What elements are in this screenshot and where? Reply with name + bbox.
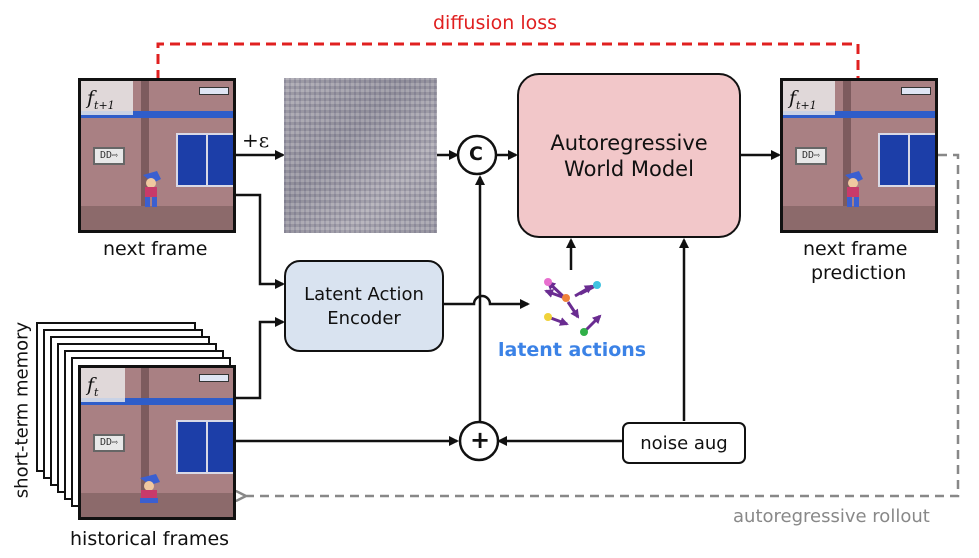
latent-actions-label: latent actions bbox=[498, 339, 647, 361]
next-frame-label: next frame bbox=[103, 238, 208, 260]
plus-epsilon-label: +ε bbox=[242, 128, 270, 152]
arrow-next-to-encoder bbox=[236, 193, 285, 289]
encoder-title-line2: Encoder bbox=[327, 307, 401, 329]
door-sign: DD⇨ bbox=[93, 434, 125, 452]
door-sign: DD⇨ bbox=[93, 147, 125, 165]
diffusion-loss-line bbox=[156, 42, 860, 80]
arrow-hist-to-encoder bbox=[236, 317, 285, 400]
autoregressive-rollout-label: autoregressive rollout bbox=[733, 506, 930, 527]
encoder-title-line1: Latent Action bbox=[304, 283, 424, 305]
short-term-memory-label: short-term memory bbox=[11, 321, 33, 499]
world-model-title-line2: World Model bbox=[564, 156, 694, 181]
world-model-block: Autoregressive World Model bbox=[517, 73, 741, 238]
concat-node bbox=[456, 134, 498, 176]
noise-aug-label: noise aug bbox=[640, 432, 728, 454]
latent-action-encoder-block: Latent Action Encoder bbox=[284, 260, 444, 352]
historical-frame-image: DD⇨ ft bbox=[78, 365, 236, 520]
add-symbol: + bbox=[470, 426, 491, 454]
world-model-title-line1: Autoregressive bbox=[550, 130, 708, 155]
prediction-label-line2: prediction bbox=[811, 262, 907, 284]
historical-frames-label: historical frames bbox=[70, 528, 230, 550]
door-sign: DD⇨ bbox=[795, 147, 827, 165]
noise-aug-block: noise aug bbox=[622, 422, 746, 464]
sprite-character-icon bbox=[140, 474, 160, 503]
sprite-character-icon bbox=[143, 171, 161, 207]
latent-actions-icon bbox=[544, 278, 602, 336]
historical-frame-tag: ft bbox=[81, 368, 125, 402]
noisy-frame-image bbox=[284, 78, 437, 233]
prediction-label-line1: next frame bbox=[803, 238, 908, 260]
concat-symbol: C bbox=[469, 143, 483, 165]
diffusion-loss-label: diffusion loss bbox=[433, 12, 558, 34]
prediction-frame-image: DD⇨ ft+1 bbox=[780, 78, 938, 233]
next-frame-image: DD⇨ ft+1 bbox=[78, 78, 236, 233]
add-node bbox=[458, 420, 500, 462]
arrow-encoder-to-actions bbox=[444, 294, 530, 309]
next-frame-tag: ft+1 bbox=[81, 81, 133, 115]
prediction-frame-tag: ft+1 bbox=[783, 81, 835, 115]
sprite-character-icon bbox=[845, 171, 863, 207]
